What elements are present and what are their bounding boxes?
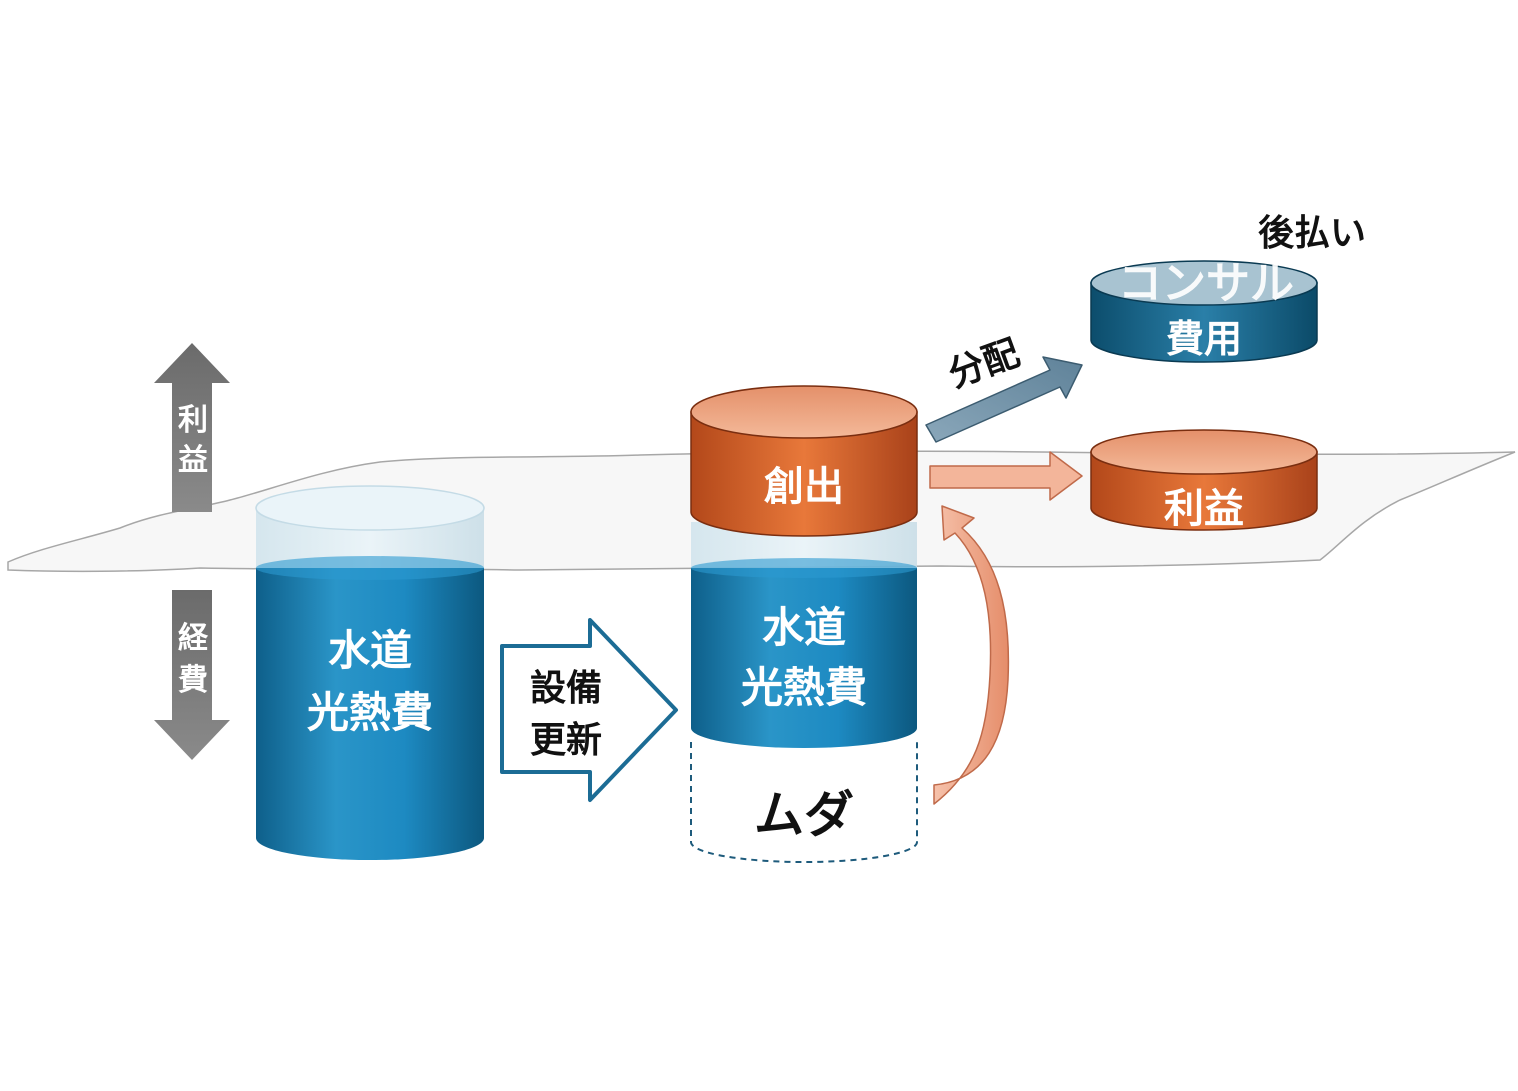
distribution-arrow: 分配	[925, 333, 1083, 443]
renewal-arrow-line2: 更新	[530, 720, 602, 761]
expense-axis-arrow: 経 費	[154, 590, 230, 760]
consult-fee-line2: 費用	[1166, 317, 1242, 361]
left-cylinder-line1: 水道	[328, 626, 412, 675]
middle-utilities-line2: 光熱費	[741, 663, 867, 712]
left-utilities-cylinder: 水道 光熱費	[255, 485, 485, 860]
expense-axis-char-2: 費	[178, 663, 208, 698]
equipment-renewal-arrow: 設備 更新	[500, 618, 678, 802]
middle-utilities-line1: 水道	[762, 603, 846, 652]
waste-cylinder: ムダ	[690, 742, 918, 863]
profit-label: 利益	[1164, 486, 1244, 532]
expense-axis-char-1: 経	[178, 621, 209, 656]
profit-axis-char-1: 利	[178, 403, 208, 438]
profit-cylinder: 利益	[1090, 429, 1318, 532]
middle-utilities-cylinder: 水道 光熱費	[691, 522, 917, 748]
created-label: 創出	[764, 464, 844, 510]
profit-axis-char-2: 益	[178, 443, 208, 478]
consult-fee-line1: コンサル	[1118, 258, 1294, 309]
waste-to-created-arrow	[933, 505, 1010, 805]
deferred-payment-label: 後払い	[1258, 213, 1366, 254]
profit-axis-arrow: 利 益	[154, 343, 230, 512]
left-cylinder-line2: 光熱費	[307, 688, 433, 737]
waste-label: ムダ	[754, 786, 854, 844]
created-cylinder: 創出	[690, 385, 918, 537]
middle-stack: ムダ 水道 光熱費 創出	[690, 385, 918, 863]
to-profit-arrow	[929, 451, 1083, 501]
consult-fee-cylinder: コンサル 費用	[1090, 258, 1318, 363]
renewal-arrow-line1: 設備	[530, 668, 602, 709]
